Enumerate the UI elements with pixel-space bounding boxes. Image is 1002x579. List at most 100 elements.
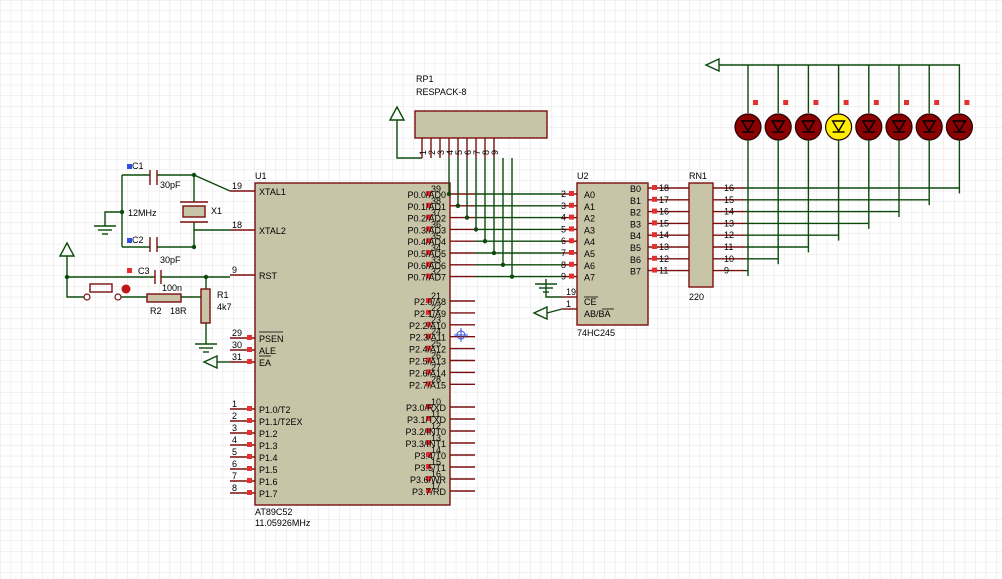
pin-marker: [652, 196, 657, 202]
u1-pin-label: RST: [259, 271, 278, 281]
u2-ce-num: 19: [566, 287, 576, 297]
led[interactable]: [764, 65, 792, 265]
diode-icon: [831, 120, 846, 133]
led-bar[interactable]: [734, 65, 974, 276]
u1-left-pins: 19XTAL118XTAL29RST29PSEN30ALE31EA1P1.0/T…: [230, 181, 303, 499]
u1-pin-num: 18: [232, 220, 242, 230]
pin-marker: [652, 232, 657, 238]
pin-marker: [247, 478, 252, 483]
wire: [546, 308, 563, 314]
c1-ref: C1: [132, 161, 144, 171]
u1-pin-label: P2.1/A9: [414, 309, 446, 319]
pin-marker: [426, 250, 431, 255]
led[interactable]: [885, 65, 913, 217]
rn1-pin-num: 9: [724, 266, 729, 276]
pin-marker: [426, 345, 431, 351]
pin-marker: [426, 476, 431, 481]
pin-marker: [247, 442, 252, 447]
c1-value: 30pF: [160, 180, 181, 190]
u1-pin-label: P0.1/AD1: [407, 202, 446, 212]
led[interactable]: [915, 65, 943, 206]
u1-pin-label: P0.4/AD4: [407, 237, 446, 247]
u1-pin-num: 4: [232, 435, 237, 445]
pin-marker: [247, 359, 252, 364]
r2-resistor: [146, 293, 182, 303]
reset-button[interactable]: [89, 283, 113, 293]
u2-pin-label: B3: [630, 219, 641, 229]
u1-mcu[interactable]: U1 AT89C52 11.05926MHz 19XTAL118XTAL29RS…: [230, 171, 475, 528]
u1-pin-label: P3.7/RD: [412, 487, 447, 497]
reset-contact-right: [114, 293, 122, 301]
ground-icon: [195, 343, 217, 353]
pin-marker: [426, 214, 431, 220]
rp1-body: [414, 110, 548, 139]
u1-pin-label: P0.6/AD6: [407, 261, 446, 271]
reset-indicator: [121, 284, 131, 294]
pin-marker: [652, 185, 657, 190]
rn1-pin-num: 10: [724, 254, 734, 264]
pin-marker: [873, 100, 879, 105]
junction: [509, 274, 515, 279]
junction: [455, 203, 461, 208]
u1-pin-label: P1.7: [259, 489, 278, 499]
r2-value: 18R: [170, 306, 187, 316]
rn1-pin-num: 14: [724, 207, 734, 217]
pin-marker: [569, 238, 574, 244]
u1-pin-label: P2.0/A8: [414, 297, 446, 307]
u1-pin-label: P0.0/AD0: [407, 190, 446, 200]
pin-marker: [426, 404, 431, 409]
led[interactable]: [945, 65, 974, 194]
u2-pin-label: A3: [584, 225, 595, 235]
pin-marker: [426, 428, 431, 433]
junction: [64, 274, 70, 280]
junction: [500, 262, 506, 267]
u2-pin-label: B0: [630, 184, 641, 194]
led[interactable]: [855, 65, 883, 229]
pin-marker: [652, 255, 657, 261]
u2-pin-label: A4: [584, 237, 595, 247]
u1-pin-num: 22: [431, 303, 441, 313]
u2-pin-num: 16: [659, 207, 669, 217]
rp1-pin-num: 7: [472, 150, 482, 155]
u2-pin-num: 5: [561, 224, 566, 234]
oscillator-circuit[interactable]: C1 30pF C2 30pF X1 12MHz C3 100n R2 18R …: [83, 161, 232, 324]
u1-pin-label: P1.5: [259, 465, 278, 475]
led[interactable]: [794, 65, 823, 253]
pin-marker: [569, 261, 574, 267]
pin-marker: [426, 191, 431, 196]
pin-marker: [426, 261, 431, 267]
u1-ref: U1: [255, 171, 267, 181]
pin-marker: [247, 490, 252, 495]
rn1-pin-num: 13: [724, 218, 734, 228]
u1-pin-label: P2.4/A12: [409, 345, 446, 355]
u1-pin-label: ALE: [259, 346, 276, 356]
u2-pin-label: B4: [630, 231, 641, 241]
vcc-arrow-icon: [58, 241, 76, 257]
u2-pin-label: A0: [584, 190, 595, 200]
junction: [191, 172, 197, 178]
rp1-pin-num: 1: [418, 150, 428, 155]
u1-pin-label: P1.0/T2: [259, 405, 291, 415]
pin-marker: [426, 298, 431, 303]
rp1-pin-num: 2: [427, 150, 437, 155]
pin-marker: [426, 238, 431, 244]
pin-marker: [652, 267, 657, 273]
diode-icon: [801, 120, 816, 133]
u1-pin-num: 35: [431, 231, 441, 241]
junction: [482, 239, 488, 244]
c2-ref: C2: [132, 235, 144, 245]
rp1-ref: RP1: [416, 74, 434, 84]
led[interactable]: [734, 65, 762, 276]
ground-icon: [535, 283, 557, 293]
junction: [464, 215, 470, 220]
u1-pin-num: 7: [232, 471, 237, 481]
pin-marker: [426, 381, 431, 387]
u2-pin-num: 11: [659, 266, 668, 276]
u1-pin-label: P3.2/INT0: [405, 427, 446, 437]
u1-pin-label: P0.3/AD3: [407, 225, 446, 235]
vcc-arrow-left-icon: [202, 354, 218, 370]
